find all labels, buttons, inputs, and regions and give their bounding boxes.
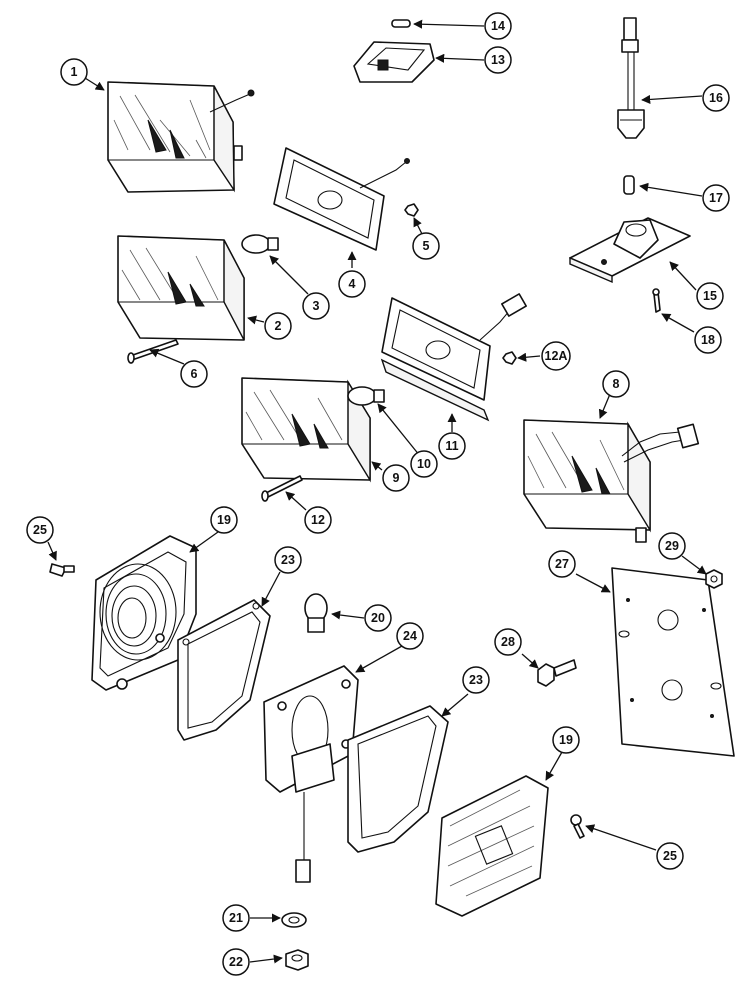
callout-19-right: 19	[552, 726, 580, 754]
svg-text:20: 20	[371, 611, 385, 625]
callout-12a: 12A	[541, 341, 571, 371]
gasket-23-left	[177, 599, 271, 741]
gasket-23-right	[347, 705, 449, 853]
svg-text:9: 9	[393, 471, 400, 485]
callout-11: 11	[438, 432, 466, 460]
svg-text:6: 6	[191, 367, 198, 381]
svg-text:22: 22	[229, 955, 243, 969]
bulb-10	[347, 386, 385, 406]
callout-2: 2	[264, 312, 292, 340]
callout-25-left: 25	[26, 516, 54, 544]
screw-12	[261, 475, 303, 502]
svg-text:8: 8	[613, 377, 620, 391]
callout-19-left: 19	[210, 506, 238, 534]
lamp-assembly-8	[523, 419, 700, 543]
nut-29	[705, 569, 723, 589]
callout-23-right: 23	[462, 666, 490, 694]
svg-text:12: 12	[311, 513, 325, 527]
callout-6: 6	[180, 360, 208, 388]
callout-16: 16	[702, 84, 730, 112]
svg-text:27: 27	[555, 557, 569, 571]
callout-12: 12	[304, 506, 332, 534]
svg-text:23: 23	[469, 673, 483, 687]
screw-25-right	[570, 814, 585, 839]
callout-5: 5	[412, 232, 440, 260]
svg-text:3: 3	[313, 299, 320, 313]
svg-text:25: 25	[663, 849, 677, 863]
callout-28: 28	[494, 628, 522, 656]
callout-25-right: 25	[656, 842, 684, 870]
svg-text:23: 23	[281, 553, 295, 567]
mounting-plate-27	[611, 567, 735, 757]
svg-text:4: 4	[349, 277, 356, 291]
svg-text:15: 15	[703, 289, 717, 303]
bulb-17	[623, 175, 635, 195]
callout-8: 8	[602, 370, 630, 398]
callout-3: 3	[302, 292, 330, 320]
lamp-assembly-9	[241, 377, 371, 483]
gasket-11	[380, 293, 527, 422]
svg-text:16: 16	[709, 91, 723, 105]
screw-25-left	[49, 563, 75, 577]
svg-text:25: 25	[33, 523, 47, 537]
callout-22: 22	[222, 948, 250, 976]
nut-5	[404, 203, 419, 217]
bracket-15	[569, 217, 691, 284]
bulb-14	[391, 19, 411, 28]
svg-text:21: 21	[229, 911, 243, 925]
nut-12a	[502, 351, 517, 365]
nut-22	[285, 949, 309, 971]
washer-21	[281, 912, 307, 928]
bolt-28	[537, 659, 577, 687]
svg-text:19: 19	[217, 513, 231, 527]
svg-text:11: 11	[445, 439, 458, 453]
callout-29: 29	[658, 532, 686, 560]
svg-text:19: 19	[559, 733, 573, 747]
svg-text:24: 24	[403, 629, 417, 643]
svg-text:5: 5	[423, 239, 430, 253]
callout-24: 24	[396, 622, 424, 650]
callout-4: 4	[338, 270, 366, 298]
callout-14: 14	[484, 12, 512, 40]
callout-21: 21	[222, 904, 250, 932]
housing-19-right	[435, 775, 549, 917]
bulb-20	[304, 593, 328, 633]
callout-1: 1	[60, 58, 88, 86]
gasket-4	[273, 147, 410, 251]
callout-10: 10	[410, 450, 438, 478]
svg-text:17: 17	[709, 191, 723, 205]
svg-text:18: 18	[701, 333, 715, 347]
svg-text:1: 1	[71, 65, 78, 79]
svg-text:13: 13	[491, 53, 505, 67]
callout-9: 9	[382, 464, 410, 492]
svg-text:10: 10	[417, 457, 431, 471]
leader-lines	[47, 19, 707, 964]
callout-20: 20	[364, 604, 392, 632]
svg-text:14: 14	[491, 19, 505, 33]
callout-27: 27	[548, 550, 576, 578]
callout-18: 18	[694, 326, 722, 354]
socket-harness-16	[617, 17, 645, 139]
svg-text:12A: 12A	[545, 349, 568, 363]
callout-23-left: 23	[274, 546, 302, 574]
screw-18	[652, 288, 661, 313]
svg-text:28: 28	[501, 635, 515, 649]
lamp-base-24	[263, 665, 359, 883]
svg-text:2: 2	[275, 319, 282, 333]
lamp-assembly-1	[107, 81, 255, 193]
bulb-3	[241, 234, 279, 254]
callout-17: 17	[702, 184, 730, 212]
lamp-assembly-2	[117, 235, 245, 341]
callout-13: 13	[484, 46, 512, 74]
callout-15: 15	[696, 282, 724, 310]
lamp-13	[353, 41, 435, 83]
svg-text:29: 29	[665, 539, 679, 553]
